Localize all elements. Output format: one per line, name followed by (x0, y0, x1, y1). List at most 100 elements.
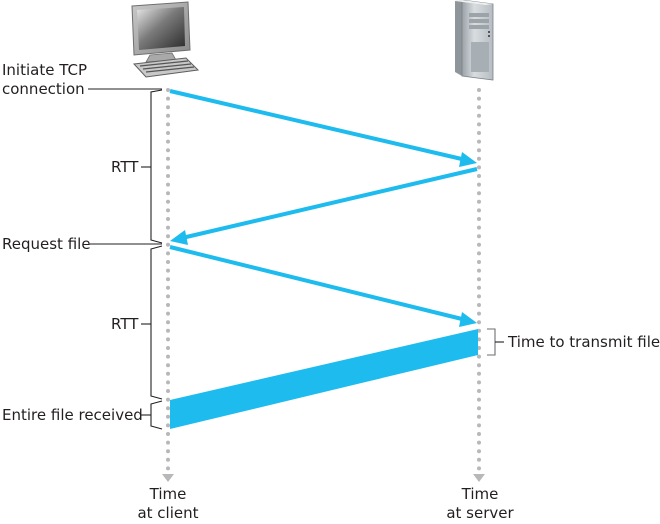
client-timeline-dot (166, 294, 170, 299)
client-timeline-dot (166, 105, 170, 110)
client-timeline-dot (166, 354, 170, 359)
server-timeline-dot (477, 260, 481, 264)
client-timeline-dot (166, 380, 170, 385)
server-timeline (477, 88, 481, 471)
server-timeline-dot (477, 165, 481, 170)
server-time-label-line2: at server (446, 504, 514, 522)
client-timeline-dot (166, 131, 170, 135)
client-timeline-dot (166, 174, 170, 178)
server-time-arrowhead (473, 474, 485, 482)
server-timeline-dot (477, 174, 481, 178)
client-timeline-dot (166, 423, 170, 428)
client-timeline-dot (166, 440, 170, 445)
client-timeline-dot (166, 260, 170, 264)
server-time-label-line1: Time (461, 485, 499, 503)
client-timeline-dot (166, 457, 170, 462)
server-timeline-dot (477, 354, 481, 359)
client-timeline-dot (166, 199, 170, 204)
server-timeline-dot (477, 251, 481, 256)
client-timeline-dot (166, 414, 170, 419)
client-timeline-dot (166, 337, 170, 342)
client-time-arrowhead (162, 474, 174, 482)
client-timeline-dot (166, 225, 170, 230)
server-timeline-dot (477, 363, 481, 368)
client-timeline-dot (166, 165, 170, 170)
initiate-label-line2: connection (2, 80, 85, 98)
server-timeline-dot (477, 371, 481, 376)
server-timeline-dot (477, 242, 481, 247)
client-timeline-dot (166, 389, 170, 393)
rtt-bracket-2 (141, 245, 163, 400)
client-timeline-dot (166, 466, 170, 471)
client-timeline-dot (166, 156, 170, 161)
client-timeline-dot (166, 251, 170, 256)
server-timeline-dot (477, 457, 481, 462)
server-timeline-dot (477, 234, 481, 239)
server-timeline-dot (477, 432, 481, 436)
client-timeline-dot (166, 311, 170, 316)
client-timeline-dot (166, 122, 170, 127)
client-timeline-dot (166, 139, 170, 144)
client-timeline-dot (166, 371, 170, 376)
transmit-bracket (487, 328, 504, 356)
client-timeline-dot (166, 88, 170, 92)
client-timeline-dot (166, 182, 170, 187)
file-received-bracket (141, 400, 163, 430)
server-timeline-dot (477, 217, 481, 221)
request-file-label: Request file (2, 235, 91, 253)
server-timeline-dot (477, 182, 481, 187)
initiate-label-line1: Initiate TCP (2, 61, 87, 79)
server-timeline-dot (477, 139, 481, 144)
server-timeline-dot (477, 380, 481, 385)
server-timeline-dot (477, 148, 481, 153)
client-timeline-dot (166, 277, 170, 282)
client-timeline-dot (166, 432, 170, 436)
server-timeline-dot (477, 466, 481, 471)
server-timeline-dot (477, 440, 481, 445)
client-timeline-dot (166, 234, 170, 239)
server-tower-icon (455, 0, 494, 81)
message-request (169, 245, 477, 327)
server-timeline-dot (477, 311, 481, 316)
server-timeline-dot (477, 131, 481, 135)
server-timeline-dot (477, 156, 481, 161)
client-timeline-dot (166, 406, 170, 411)
transmit-file-label: Time to transmit file (507, 333, 660, 351)
rtt-label-1: RTT (111, 158, 139, 176)
server-timeline-dot (477, 389, 481, 393)
server-timeline-dot (477, 449, 481, 454)
client-timeline-dot (166, 303, 170, 307)
server-timeline-dot (477, 397, 481, 402)
desktop-computer-icon (131, 1, 200, 78)
entire-file-received-label: Entire file received (2, 406, 143, 424)
client-timeline-dot (166, 191, 170, 196)
server-timeline-dot (477, 96, 481, 101)
server-timeline-dot (477, 208, 481, 213)
client-timeline-dot (166, 346, 170, 350)
server-timeline-dot (477, 320, 481, 325)
client-timeline-dot (166, 285, 170, 290)
client-timeline (166, 88, 170, 471)
server-timeline-dot (477, 122, 481, 127)
client-timeline-dot (166, 208, 170, 213)
client-time-label-line2: at client (137, 504, 198, 522)
server-timeline-dot (477, 303, 481, 307)
server-timeline-dot (477, 294, 481, 299)
server-timeline-dot (477, 423, 481, 428)
rtt-bracket-1 (141, 89, 163, 244)
client-timeline-dot (166, 397, 170, 402)
client-timeline-dot (166, 449, 170, 454)
client-time-label-line1: Time (149, 485, 187, 503)
rtt-label-2: RTT (111, 315, 139, 333)
server-timeline-dot (477, 277, 481, 282)
server-timeline-dot (477, 414, 481, 419)
message-syn-ack (170, 167, 478, 245)
client-timeline-dot (166, 113, 170, 118)
server-timeline-dot (477, 199, 481, 204)
client-timeline-dot (166, 242, 170, 247)
client-timeline-dot (166, 217, 170, 221)
server-timeline-dot (477, 113, 481, 118)
client-timeline-dot (166, 148, 170, 153)
server-timeline-dot (477, 105, 481, 110)
